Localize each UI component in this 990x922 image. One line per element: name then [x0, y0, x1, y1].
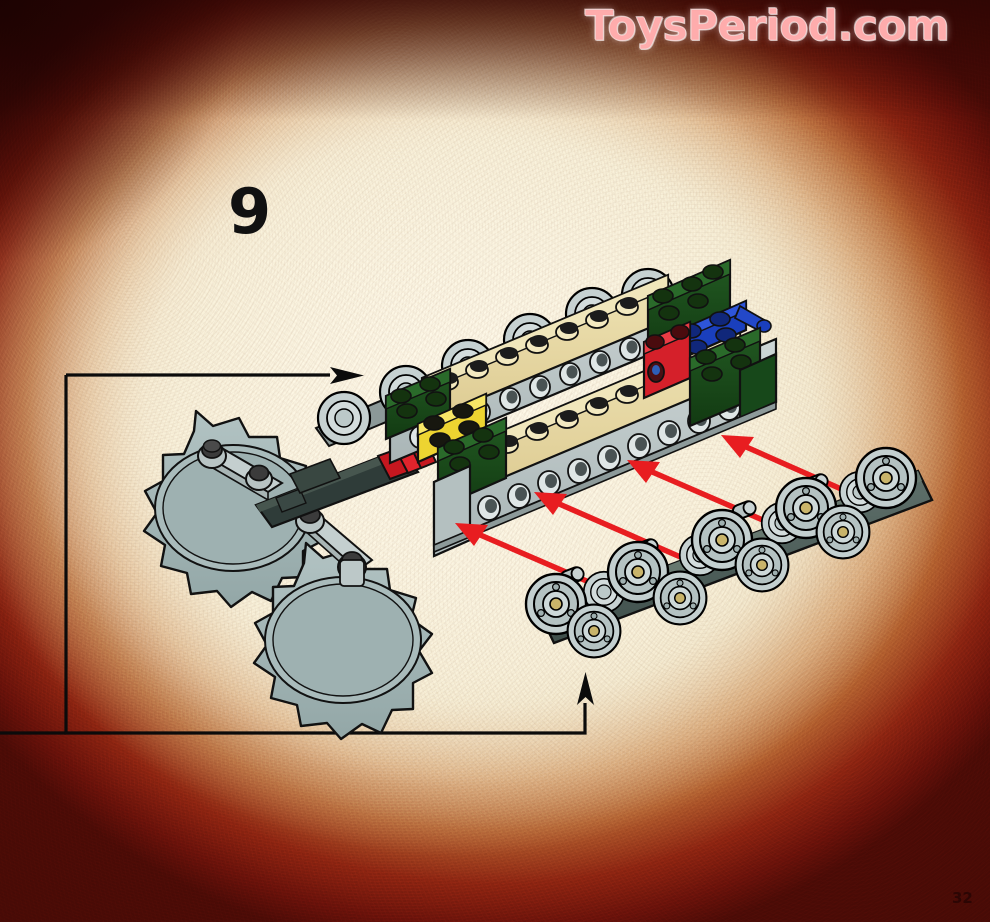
page-number: 32 — [952, 889, 973, 907]
blue-plate-with-bar — [674, 299, 772, 363]
road-wheel — [854, 446, 918, 510]
dark-green-brick-left-rear — [384, 367, 452, 441]
road-wheel — [815, 504, 871, 560]
saw-blade-disc-lower — [252, 541, 434, 741]
site-watermark: ToysPeriod.com — [584, 1, 950, 51]
callout-arrow-right-icon — [330, 367, 364, 384]
main-chassis — [384, 258, 778, 558]
chassis-bottom-edge — [433, 400, 777, 554]
red-assembly-arrow — [721, 435, 850, 495]
tan-technic-beam-upper — [420, 273, 670, 425]
road-wheel — [652, 570, 708, 626]
red-brick-with-hole — [642, 320, 692, 400]
road-wheel-bogie-assembly — [524, 446, 934, 659]
callout-arrow-up-icon — [577, 672, 594, 705]
upper-roller — [316, 390, 372, 446]
saw-blade-subassembly — [142, 409, 438, 741]
step-number: 9 — [228, 175, 272, 248]
callout-frame — [0, 367, 594, 735]
road-wheel — [734, 537, 790, 593]
background-corner-shade — [0, 0, 240, 260]
dark-gray-axle — [254, 447, 420, 529]
road-wheel — [566, 603, 622, 659]
red-assembly-arrow — [534, 492, 687, 562]
